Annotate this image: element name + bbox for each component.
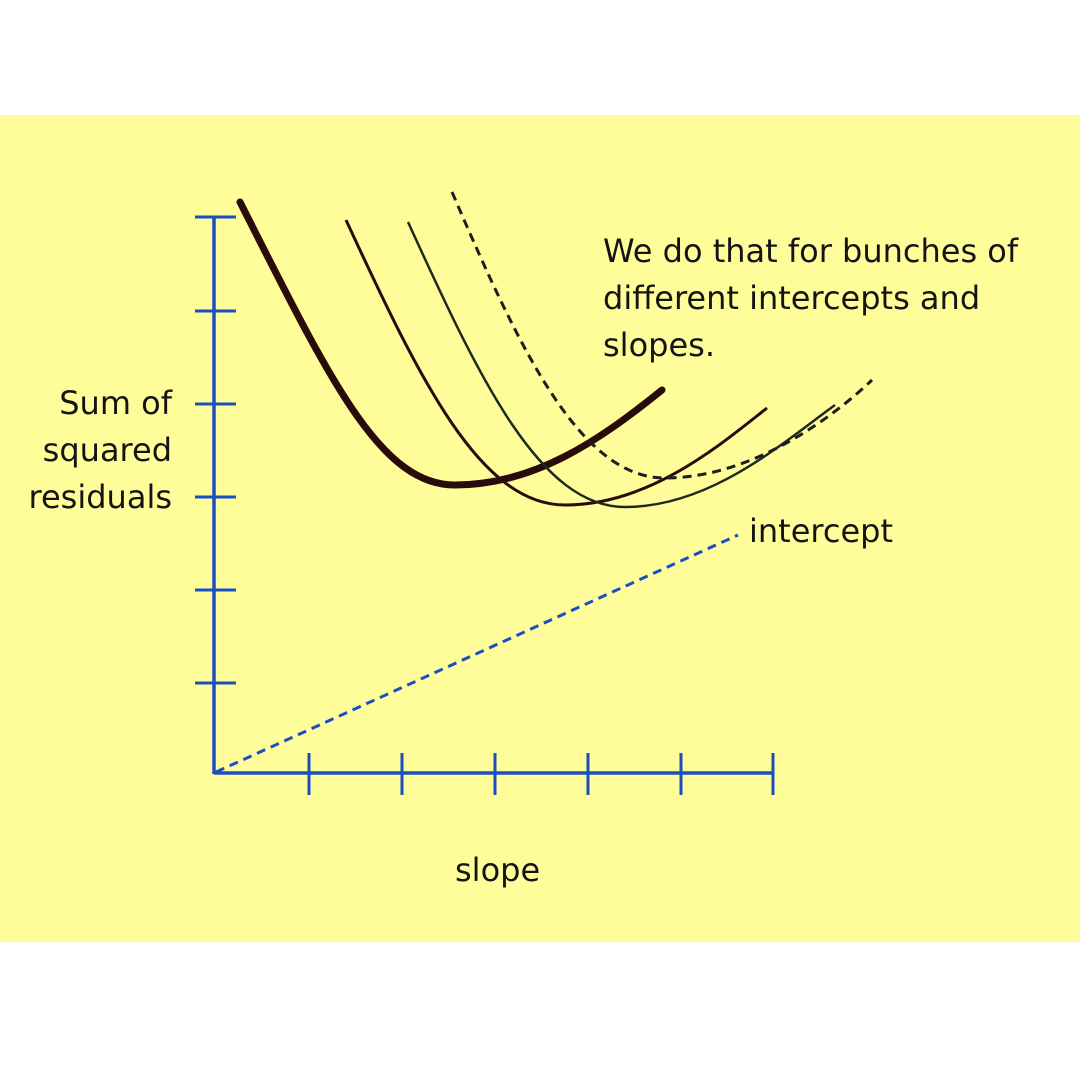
annotation-line: different intercepts and	[603, 279, 981, 317]
intercept-axis	[215, 533, 739, 774]
x-axis-ticks	[307, 753, 775, 795]
y-axis-ticks	[195, 215, 236, 685]
residual-curve-4	[450, 191, 874, 480]
residual-curve-2	[344, 219, 768, 507]
diagram-panel	[0, 115, 1080, 942]
annotation-line: slopes.	[603, 326, 715, 364]
annotation-line: We do that for bunches of	[603, 232, 1019, 270]
y-axis-label-line: squared	[42, 431, 172, 469]
x-axis-label: slope	[455, 851, 541, 889]
y-axis-label-line: residuals	[28, 478, 172, 516]
y-axis-label-line: Sum of	[59, 384, 172, 422]
residual-curve-1	[236, 198, 666, 489]
annotation-text: We do that for bunches of different inte…	[603, 228, 1073, 369]
intercept-axis-label: intercept	[749, 512, 893, 550]
y-axis-label: Sum of squared residuals	[0, 380, 172, 521]
